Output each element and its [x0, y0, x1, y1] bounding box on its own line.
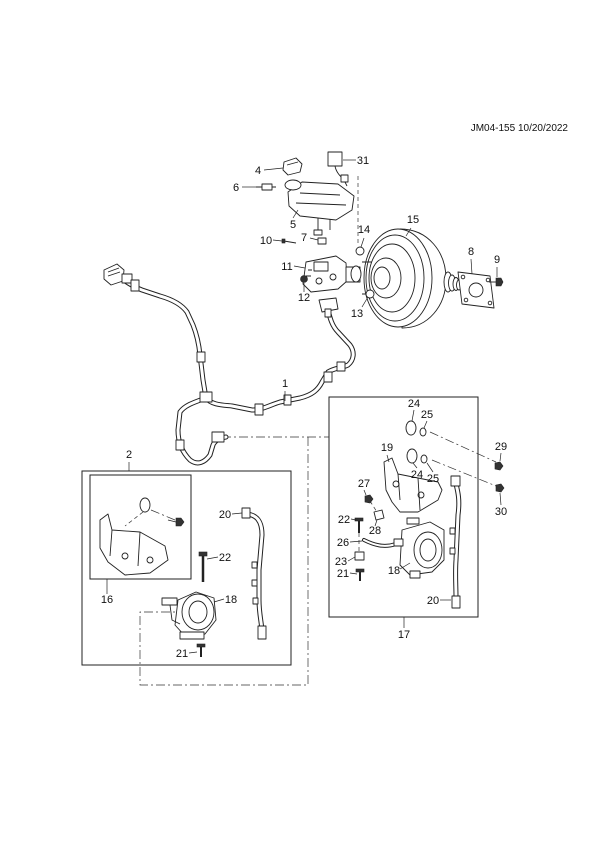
grommet-14: [355, 246, 365, 256]
bolt-29: [494, 461, 504, 471]
callout-1: 1: [282, 378, 288, 390]
reservoir-cap: [282, 157, 303, 176]
callout-29: 29: [495, 441, 507, 453]
callout-17: 17: [398, 629, 410, 641]
pump-bracket-16: [99, 513, 169, 576]
reference-lines: [124, 176, 497, 686]
frames: [81, 396, 479, 666]
callout-14: 14: [358, 224, 370, 236]
nut-30: [495, 483, 505, 493]
master-cylinder: [302, 255, 361, 293]
callout-27: 27: [358, 478, 370, 490]
level-sensor-connector: [327, 151, 349, 187]
callout-25-lower: 25: [427, 473, 439, 485]
callout-26: 26: [337, 537, 349, 549]
air-hose-20-group17: [449, 475, 462, 609]
callout-8: 8: [468, 246, 474, 258]
callout-13: 13: [351, 308, 363, 320]
callout-22-group17: 22: [338, 514, 350, 526]
bracket-28: [373, 509, 385, 521]
callouts: 31 4 6 5 14 15 10 7 8 9 11 12 13 1 2 24 …: [101, 155, 507, 660]
clip-7: [317, 237, 327, 245]
callout-9: 9: [494, 254, 500, 266]
callout-2: 2: [126, 449, 132, 461]
brake-booster: [362, 228, 473, 329]
air-pump-18-group17: [393, 517, 445, 579]
callout-28: 28: [369, 525, 381, 537]
fitting-12: [300, 275, 308, 283]
callout-5: 5: [290, 219, 296, 231]
leader-lines: [106, 159, 502, 654]
clip-27: [364, 494, 374, 504]
hose-26: [362, 538, 398, 548]
bolt-21-group17: [355, 568, 365, 581]
callout-18-group17: 18: [388, 565, 400, 577]
callout-15: 15: [407, 214, 419, 226]
master-cylinder-seal: [350, 265, 362, 283]
spacer-25-lower: [420, 454, 428, 464]
callout-24-upper: 24: [408, 398, 420, 410]
callout-21-group2: 21: [176, 648, 188, 660]
callout-11: 11: [281, 261, 292, 273]
brake-fluid-reservoir: [284, 179, 355, 236]
callout-22-group2: 22: [219, 552, 231, 564]
vacuum-hose-assembly: [103, 263, 356, 466]
callout-16: 16: [101, 594, 113, 606]
callout-25-upper: 25: [421, 409, 433, 421]
booster-gasket: [457, 271, 495, 309]
diagram-code: JM04-155 10/20/2022: [471, 123, 569, 134]
bolt-22-group2: [198, 551, 208, 582]
callout-6: 6: [233, 182, 239, 194]
gasket-bolt: [489, 277, 504, 287]
callout-20-group2: 20: [219, 509, 231, 521]
callout-18-group2: 18: [225, 594, 237, 606]
group-17-frame: [328, 396, 479, 618]
callout-31: 31: [357, 155, 369, 167]
grommet-24-upper: [405, 420, 417, 436]
pump-bracket-19: [383, 457, 443, 513]
spacer-25-upper: [419, 427, 427, 437]
callout-10: 10: [260, 235, 272, 247]
callout-19: 19: [381, 442, 393, 454]
callout-30: 30: [495, 506, 507, 518]
group-2-frame: [81, 470, 292, 666]
air-hose-20-group2: [241, 507, 267, 640]
callout-7: 7: [301, 232, 307, 244]
callout-4: 4: [255, 165, 261, 177]
grommet-24-lower: [406, 448, 418, 464]
callout-20-group17: 20: [427, 595, 439, 607]
callout-23: 23: [335, 556, 347, 568]
bolt-21-group2: [196, 643, 206, 657]
sensor-6: [256, 183, 276, 191]
air-pump-18-group2: [161, 591, 217, 640]
bolt-group16: [167, 517, 185, 527]
callout-21-group17: 21: [337, 568, 349, 580]
callout-24-lower: 24: [411, 469, 423, 481]
fitting-23: [354, 551, 365, 561]
group-16-frame: [89, 474, 192, 580]
callout-12: 12: [298, 292, 310, 304]
grommet-group16: [139, 497, 151, 513]
